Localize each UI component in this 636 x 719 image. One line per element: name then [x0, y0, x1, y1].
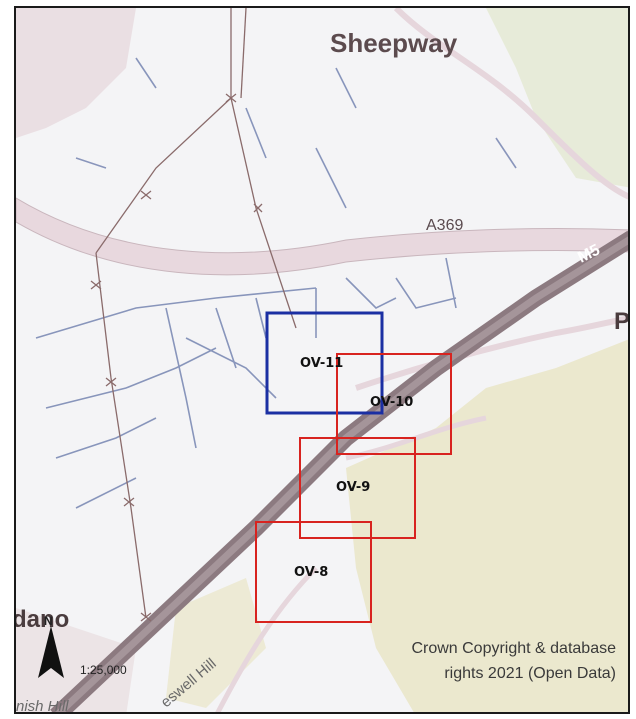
- north-arrow-icon: [38, 626, 64, 678]
- minor-road: [355, 315, 628, 391]
- urban-area: [16, 8, 136, 138]
- woodland-area: [166, 578, 266, 708]
- map-frame: A369 M5 eswell Hill Sheepway P dano nish…: [14, 6, 630, 714]
- streams: [35, 57, 517, 509]
- scale-label: 1:25,000: [80, 663, 127, 677]
- grid-box-ov-9: [299, 437, 416, 539]
- woodland-area: [486, 8, 628, 188]
- a369-road: [16, 197, 628, 276]
- north-arrow-label: N: [44, 614, 53, 628]
- copyright-line-2: rights 2021 (Open Data): [444, 665, 616, 682]
- map-canvas: A369 M5 eswell Hill: [16, 8, 628, 712]
- minor-road: [215, 566, 318, 712]
- place-label-sheepway: Sheepway: [330, 28, 458, 58]
- place-label-partial-dano: dano: [14, 606, 70, 633]
- grid-label-ov-11: OV-11: [300, 356, 344, 371]
- copyright-notice: Crown Copyright & database rights 2021 (…: [334, 636, 616, 686]
- place-label-partial-p: P: [614, 308, 630, 335]
- grid-box-ov-10: [336, 353, 452, 455]
- grid-box-ov-8: [255, 521, 372, 623]
- copyright-line-1: Crown Copyright & database: [411, 640, 616, 657]
- grid-label-ov-10: OV-10: [370, 395, 414, 410]
- powerlines: [95, 8, 297, 619]
- road-label-a369: A369: [426, 217, 463, 234]
- pylon-markers: [90, 93, 263, 622]
- woodland-area: [346, 339, 628, 712]
- grid-label-ov-9: OV-9: [336, 480, 371, 495]
- urban-area: [16, 608, 136, 712]
- grid-label-ov-8: OV-8: [294, 565, 329, 580]
- minor-road: [393, 8, 628, 200]
- place-label-partial-hill: nish Hill: [16, 698, 69, 714]
- grid-box-ov-11: [265, 311, 384, 415]
